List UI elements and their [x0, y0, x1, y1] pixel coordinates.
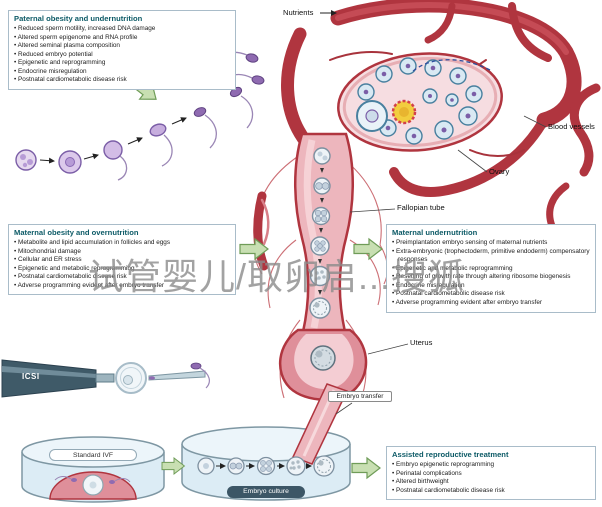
label-leader-lines: [320, 10, 547, 415]
embryo-culture-label: Embryo culture: [227, 486, 305, 498]
bullet-item: Reduced embryo potential: [14, 51, 230, 60]
maternal-undernutrition-box: Maternal undernutrition Preimplantation …: [386, 224, 596, 313]
maternal-obesity-list: Metabolite and lipid accumulation in fol…: [14, 239, 230, 290]
maternal-obesity-title: Maternal obesity and overnutrition: [14, 228, 139, 237]
tube-embryo-stages: [309, 147, 331, 319]
bullet-item: Altered sperm epigenome and RNA profile: [14, 34, 230, 43]
uterus-label: Uterus: [410, 338, 433, 347]
maternal-undernutrition-list: Preimplantation embryo sensing of matern…: [392, 239, 590, 308]
bullet-item: Reduced sperm motility, increased DNA da…: [14, 25, 230, 34]
uterus-illustration: [278, 328, 368, 401]
bullet-item: Postnatal cardiometabolic disease risk: [14, 76, 230, 85]
embryo-transfer-label: Embryo transfer: [328, 391, 392, 402]
icsi-label: ICSI: [22, 372, 40, 381]
standard-ivf-label: Standard IVF: [49, 449, 137, 461]
bullet-item: Preimplantation embryo sensing of matern…: [392, 239, 590, 248]
bullet-item: Endocrine misregulation: [14, 68, 230, 77]
fallopian-tube-label: Fallopian tube: [397, 203, 445, 212]
bullet-item: Adverse programming evident after embryo…: [14, 282, 230, 291]
culture-embryo-row: [197, 455, 335, 477]
bullet-item: Epigenetic and metabolic reprogramming: [392, 265, 590, 274]
bullet-item: Resetting of growth rate through alterin…: [392, 273, 590, 282]
art-box-title: Assisted reproductive treatment: [392, 450, 509, 459]
bullet-item: Metabolite and lipid accumulation in fol…: [14, 239, 230, 248]
blood-vessels-label: Blood vessels: [548, 122, 595, 131]
assisted-reproductive-treatment-box: Assisted reproductive treatment Embryo e…: [386, 446, 596, 501]
bullet-item: Endocrine misregulation: [392, 282, 590, 291]
ovary-label: Ovary: [489, 167, 510, 176]
bullet-item: Mitochondrial damage: [14, 248, 230, 257]
paternal-box-list: Reduced sperm motility, increased DNA da…: [14, 25, 230, 85]
bullet-item: Embryo epigenetic reprogramming: [392, 461, 590, 470]
bullet-item: Altered seminal plasma composition: [14, 42, 230, 51]
sperm-maturation-sequence: [15, 51, 265, 181]
bullet-item: Extra-embryonic (trophectoderm, primitiv…: [392, 248, 590, 265]
blood-vessel-network: [253, 0, 601, 271]
bullet-item: Postnatal cardiometabolic disease risk: [14, 273, 230, 282]
maternal-obesity-box: Maternal obesity and overnutrition Metab…: [8, 224, 236, 296]
standard-ivf-dish: [21, 436, 165, 503]
bullet-item: Altered birthweight: [392, 478, 590, 487]
nutrients-label: Nutrients: [283, 8, 314, 17]
icsi-pipette-illustration: [1, 359, 210, 398]
art-box-list: Embryo epigenetic reprogramming Perinata…: [392, 461, 590, 495]
paternal-obesity-box: Paternal obesity and undernutrition Redu…: [8, 10, 236, 91]
bullet-item: Perinatal complications: [392, 470, 590, 479]
bullet-item: Cellular and ER stress: [14, 256, 230, 265]
ovary-illustration: [337, 52, 503, 152]
bullet-item: Postnatal cardiometabolic disease risk: [392, 487, 590, 496]
maternal-undernutrition-title: Maternal undernutrition: [392, 228, 478, 237]
bullet-item: Postnatal cardiometabolic disease risk: [392, 290, 590, 299]
paternal-box-title: Paternal obesity and undernutrition: [14, 14, 143, 23]
bullet-item: Epigenetic and metabolic reprogramming: [14, 265, 230, 274]
bullet-item: Adverse programming evident after embryo…: [392, 299, 590, 308]
bullet-item: Epigenetic and reprogramming: [14, 59, 230, 68]
